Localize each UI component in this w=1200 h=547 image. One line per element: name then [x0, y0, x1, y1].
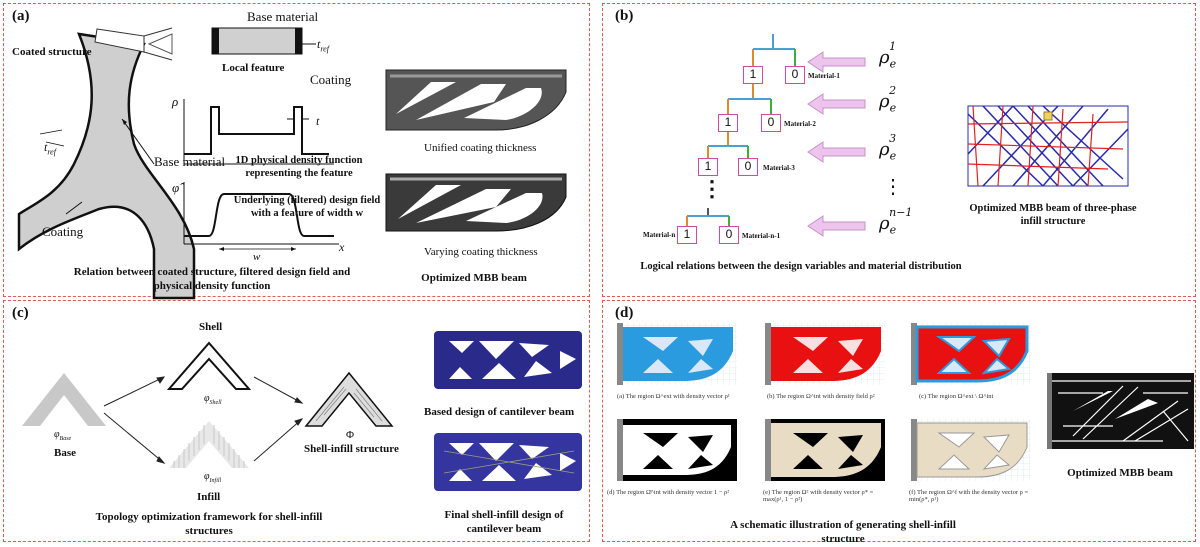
coating-top-label: Coating [310, 72, 352, 87]
based-design-label: Based design of cantilever beam [424, 406, 575, 418]
mbb-beam-unified [385, 69, 567, 131]
shell-infill-steps [617, 323, 1194, 481]
Phi-label: Φ [346, 429, 355, 441]
shell-label: Shell [199, 321, 223, 333]
panel-d: (d) [602, 300, 1196, 545]
panel-c-caption-left: Topology optimization framework for shel… [95, 511, 323, 537]
w-label: w [253, 251, 261, 263]
panel-d-tag: (d) [615, 305, 634, 321]
material-1-label: Material-1 [808, 72, 840, 80]
subfig-b-caption: (b) The region Ω^int with density field … [767, 393, 875, 400]
subfig-e-caption: (e) The region Ω² with density vector ρ*… [763, 489, 874, 503]
coating-left-label: Coating [42, 224, 84, 239]
panel-d-caption-left: A schematic illustration of generating s… [730, 519, 956, 545]
panel-d-caption-right: Optimized MBB beam [1067, 467, 1173, 479]
x-axis-label: x [339, 240, 345, 254]
node-1-zero: 0 [785, 66, 805, 84]
node-n-zero: 0 [719, 226, 739, 244]
subfig-f-caption: (f) The region Ω^f with the density vect… [909, 489, 1029, 503]
rho-dots: ⋮ [883, 176, 903, 198]
phi-infill-label: φInfill [204, 471, 222, 484]
panel-c: (c) [3, 300, 590, 542]
panel-a-caption-left: Relation between coated structure, filte… [73, 266, 351, 292]
varying-thickness-label: Varying coating thickness [424, 246, 538, 258]
material-n-1-label: Material-n-1 [742, 232, 781, 240]
node-2-zero: 0 [761, 114, 781, 132]
node-3-zero: 0 [738, 158, 758, 176]
shell-infill-framework [22, 331, 582, 491]
panel-a: (a) Coated structure Base material [3, 3, 590, 300]
material-tree [686, 34, 1129, 237]
node-1-one: 1 [743, 66, 763, 84]
rho-e-1: ρe1 [879, 40, 897, 71]
subfig-a-caption: (a) The region Ω^ext with density vector… [617, 393, 730, 400]
design-field-caption: Underlying (filtered) design field with … [233, 195, 381, 220]
node-3-one: 1 [698, 158, 718, 176]
t-ref-top-label: tref [317, 37, 329, 54]
panel-a-tag: (a) [12, 8, 30, 24]
panel-c-tag: (c) [12, 305, 29, 321]
phi-axis-label: φ̂ [172, 180, 180, 195]
material-2-label: Material-2 [784, 120, 816, 128]
base-material-mid-label: Base material [154, 154, 226, 169]
t-ref-left-label: tref [44, 140, 56, 157]
material-3-label: Material-3 [763, 164, 795, 172]
material-n-label: Material-n [643, 231, 676, 239]
rho-e-n-1: ρen−1 [879, 206, 913, 237]
node-2-one: 1 [718, 114, 738, 132]
panel-b-caption-left: Logical relations between the design var… [640, 261, 962, 272]
rho-e-3: ρe3 [879, 132, 897, 163]
panel-b: (b) [602, 3, 1196, 297]
panel-a-caption-right: Optimized MBB beam [421, 272, 527, 284]
subfig-c-caption: (c) The region Ω^ext \ Ω^int [919, 393, 994, 400]
base-label: Base [54, 447, 76, 459]
rho-e-2: ρe2 [879, 84, 897, 115]
subfig-d-caption: (d) The region Ω̄^int with density vecto… [607, 489, 730, 496]
unified-thickness-label: Unified coating thickness [424, 142, 537, 154]
phi-base-label: φBase [54, 429, 72, 442]
infill-label: Infill [197, 491, 221, 503]
mbb-beam-varying [385, 173, 567, 232]
shell-infill-label: Shell-infill structure [304, 443, 399, 455]
panel-b-tag: (b) [615, 8, 634, 24]
panel-b-caption-right: Optimized MBB beam of three-phase infill… [969, 203, 1137, 228]
rho-axis-label: ρ [172, 94, 179, 109]
base-material-top-label: Base material [247, 9, 319, 24]
tree-dots: ⋮ [701, 176, 723, 201]
coated-structure-drawing [17, 27, 339, 300]
coated-structure-label: Coated structure [12, 46, 92, 58]
node-n-one: 1 [677, 226, 697, 244]
final-design-label: Final shell-infill design of cantilever … [444, 509, 564, 535]
density-function-caption: 1D physical density function representin… [235, 155, 363, 180]
local-feature-label: Local feature [222, 62, 285, 74]
t-small-label: t [316, 114, 320, 128]
phi-shell-label: φShell [204, 393, 222, 406]
